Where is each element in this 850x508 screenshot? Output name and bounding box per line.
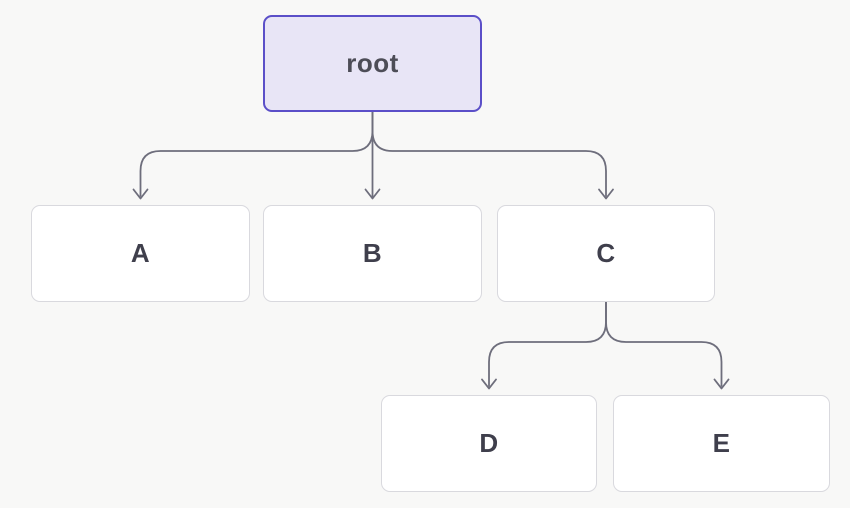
node-d[interactable]: D [381,395,597,492]
node-root[interactable]: root [263,15,482,112]
arrowhead-root-C [598,188,614,200]
node-e-label: E [712,428,731,458]
node-b[interactable]: B [263,205,482,302]
edge-C-D [488,301,607,387]
edge-root-C [371,111,607,197]
arrowhead-root-B [364,188,381,200]
arrowhead-C-D [481,378,497,390]
edge-C-E [605,301,723,387]
edge-root-A [139,111,374,197]
arrowhead-C-E [713,378,730,390]
node-a[interactable]: A [31,205,250,302]
node-e[interactable]: E [613,395,830,492]
arrowhead-root-A [132,188,149,200]
node-c[interactable]: C [497,205,715,302]
node-c-label: C [596,238,616,268]
node-root-label: root [346,48,399,78]
node-d-label: D [479,428,499,458]
node-a-label: A [130,238,151,268]
node-b-label: B [362,238,383,268]
